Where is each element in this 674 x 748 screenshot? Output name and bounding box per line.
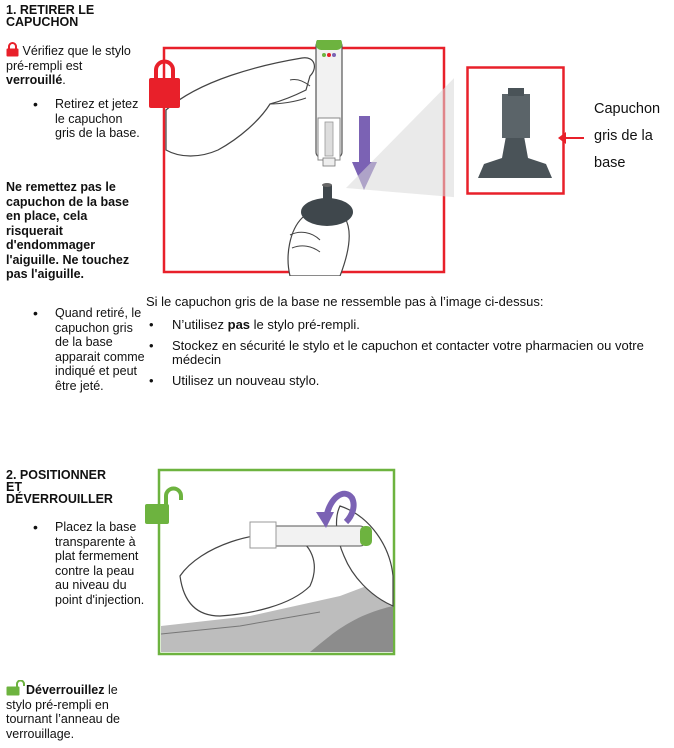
list-item: Utilisez un nouveau stylo. [146, 374, 674, 389]
bullet-cap-removed: • Quand retiré, le capuchon gris de la b… [33, 305, 145, 393]
warning-text: Ne remettez pas le capuchon de la base e… [6, 180, 130, 281]
bullet-remove-cap: • Retirez et jetez le capuchon gris de l… [33, 96, 140, 140]
section2-title: 2. POSITIONNER ET DÉVERROUILLER [6, 468, 113, 506]
lock-instruction: Vérifiez que le stylo pré-rempli est ver… [6, 42, 131, 87]
list-item: Stockez en sécurité le stylo et le capuc… [146, 339, 674, 367]
cap-note: Si le capuchon gris de la base ne ressem… [146, 294, 544, 309]
position-unlock-illustration [145, 468, 396, 656]
bullet-place-base: • Placez la base transparente à plat fer… [33, 519, 145, 607]
list-item: N’utilisez pas le stylo pré-rempli. [146, 318, 674, 333]
remove-cap-illustration [149, 40, 454, 276]
lock-closed-icon [6, 42, 19, 57]
cap-zoom-illustration [466, 66, 584, 195]
cap-callout-label: Capuchon gris de la base [594, 101, 661, 171]
lock-open-icon [6, 679, 25, 696]
cap-check-list: N’utilisez pas le stylo pré-rempli. Stoc… [146, 318, 674, 395]
unlock-instruction: Déverrouillez le stylo pré-rempli en tou… [6, 679, 140, 741]
section1-title: 1. RETIRER LE CAPUCHON [6, 3, 95, 29]
